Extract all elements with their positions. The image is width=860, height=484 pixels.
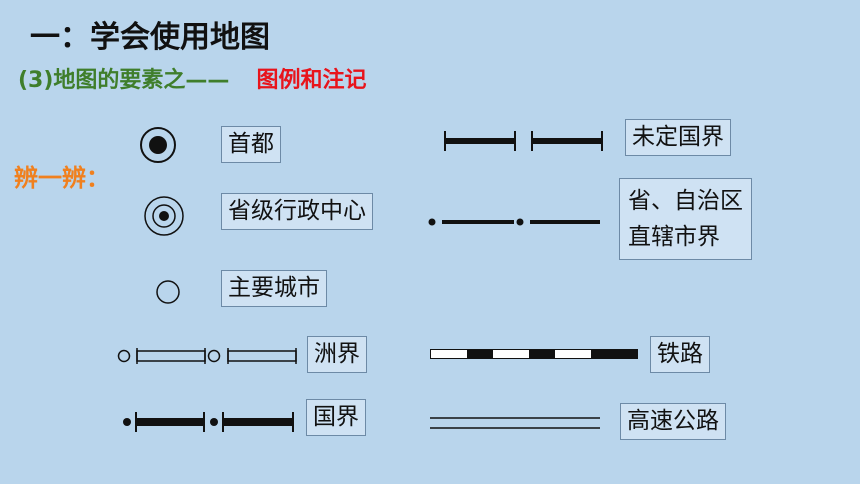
legend-expressway-label: 高速公路 — [620, 403, 726, 440]
legend-undefined-boundary-label: 未定国界 — [625, 119, 731, 156]
legend-major-city-label: 主要城市 — [221, 270, 327, 307]
side-label: 辨一辨： — [14, 164, 110, 192]
provincial-boundary-symbol-icon — [428, 218, 600, 226]
legend-national-boundary-label: 国界 — [306, 399, 366, 436]
continent-boundary-symbol-icon — [117, 348, 297, 364]
major-city-symbol-icon — [156, 280, 180, 304]
legend-continent-boundary-label: 洲界 — [307, 336, 367, 373]
legend-railway-label: 铁路 — [650, 336, 710, 373]
railway-symbol-icon — [430, 349, 638, 359]
subtitle: (3)地图的要素之—— — [18, 68, 230, 93]
legend-provincial-capital-label: 省级行政中心 — [221, 193, 373, 230]
legend-capital-label: 首都 — [221, 126, 281, 163]
national-boundary-symbol-icon — [123, 412, 294, 432]
capital-symbol-icon — [140, 127, 176, 163]
undefined-boundary-symbol-icon — [444, 131, 603, 151]
legend-provincial-boundary-label: 省、自治区 直辖市界 — [619, 178, 752, 260]
legend-provincial-boundary-line1: 省、自治区 — [628, 188, 743, 214]
legend-provincial-boundary-line2: 直辖市界 — [628, 224, 720, 250]
subtitle-row: (3)地图的要素之—— 图例和注记 — [18, 62, 367, 94]
expressway-symbol-icon — [430, 417, 600, 429]
subtitle-highlight: 图例和注记 — [256, 68, 367, 93]
provincial-capital-symbol-icon — [144, 196, 184, 236]
page-title: 一：学会使用地图 — [30, 20, 270, 55]
